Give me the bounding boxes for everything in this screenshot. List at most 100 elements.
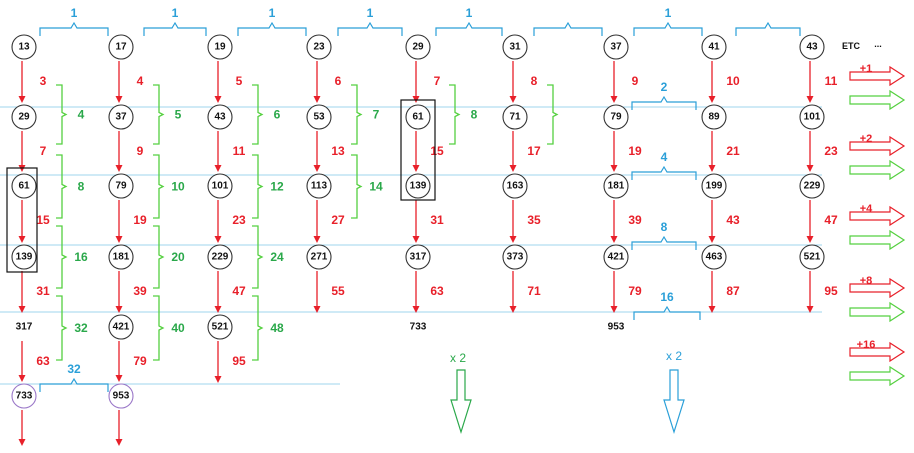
difference-label: 10 xyxy=(726,74,740,88)
number-circle xyxy=(306,173,332,199)
green-bracket-label: 14 xyxy=(369,180,383,194)
difference-label: 8 xyxy=(531,74,538,88)
down-arrow-head xyxy=(412,306,420,313)
difference-label: 35 xyxy=(527,213,541,227)
green-bracket xyxy=(351,154,363,219)
blue-bracket xyxy=(633,305,701,320)
number-node: 229 xyxy=(212,252,229,263)
down-arrow-head xyxy=(806,165,814,172)
increment-arrow xyxy=(849,135,906,157)
down-arrow-head xyxy=(115,236,123,243)
down-arrow-head xyxy=(708,165,716,172)
number-circle xyxy=(11,104,37,130)
number-circle xyxy=(603,104,629,130)
down-arrow-head xyxy=(806,236,814,243)
number-node: 43 xyxy=(806,42,818,53)
down-arrow-head xyxy=(313,306,321,313)
blue-bracket-label: 1 xyxy=(367,6,374,20)
green-side-arrow xyxy=(849,229,906,251)
blue-bracket xyxy=(631,235,697,250)
number-circle xyxy=(405,104,431,130)
number-node: 79 xyxy=(610,112,622,123)
difference-label: 55 xyxy=(331,284,345,298)
difference-label: 23 xyxy=(824,144,838,158)
number-node: 421 xyxy=(608,252,625,263)
down-arrow-head xyxy=(115,165,123,172)
down-arrow-head xyxy=(806,306,814,313)
down-arrow-head xyxy=(509,306,517,313)
green-bracket xyxy=(351,84,363,145)
down-arrow-head xyxy=(509,236,517,243)
down-arrow-head xyxy=(214,236,222,243)
green-bracket-label: 32 xyxy=(74,321,88,335)
increment-label: +1 xyxy=(860,63,873,75)
down-arrow-head xyxy=(115,96,123,103)
down-arrow-head xyxy=(509,96,517,103)
green-bracket-label: 12 xyxy=(270,180,284,194)
blue-bracket-label: 1 xyxy=(665,6,672,20)
green-bracket xyxy=(252,84,264,145)
blue-bracket-label: 1 xyxy=(269,6,276,20)
number-node: 421 xyxy=(113,322,130,333)
x2-green-arrow xyxy=(450,369,472,435)
difference-label: 3 xyxy=(40,74,47,88)
number-circle xyxy=(11,244,37,270)
difference-label: 4 xyxy=(137,74,144,88)
number-node: 29 xyxy=(412,42,424,53)
blue-bracket-label: 2 xyxy=(661,80,668,94)
increment-arrow xyxy=(849,205,906,227)
difference-label: 15 xyxy=(430,144,444,158)
down-arrow-head xyxy=(313,236,321,243)
green-bracket-label: 40 xyxy=(171,321,185,335)
blue-bracket xyxy=(39,377,109,392)
number-node: 521 xyxy=(212,322,229,333)
number-node: 89 xyxy=(708,112,720,123)
number-node: 23 xyxy=(313,42,325,53)
number-node: 733 xyxy=(16,391,33,402)
number-circle xyxy=(701,244,727,270)
number-circle xyxy=(11,173,37,199)
number-circle xyxy=(207,244,233,270)
blue-bracket-label: 32 xyxy=(67,362,81,376)
number-node: 953 xyxy=(113,391,130,402)
increment-label: +16 xyxy=(857,339,876,351)
blue-bracket xyxy=(39,21,109,36)
down-arrow-head xyxy=(115,375,123,382)
green-bracket xyxy=(56,84,68,145)
number-node: 317 xyxy=(16,322,33,333)
number-node: 61 xyxy=(18,181,30,192)
down-arrow-head xyxy=(708,306,716,313)
number-node: 521 xyxy=(804,252,821,263)
down-arrow-head xyxy=(214,376,222,383)
number-node: 101 xyxy=(212,181,229,192)
number-circle xyxy=(306,104,332,130)
green-bracket xyxy=(153,154,165,219)
green-side-arrow xyxy=(849,301,906,323)
down-arrow-head xyxy=(412,165,420,172)
down-arrow-head xyxy=(214,165,222,172)
difference-label: 11 xyxy=(825,74,838,88)
blue-bracket-label: 16 xyxy=(660,290,674,304)
down-arrow-head xyxy=(18,439,26,446)
difference-label: 47 xyxy=(232,284,246,298)
number-circle xyxy=(502,244,528,270)
number-circle xyxy=(799,34,825,60)
number-node: 139 xyxy=(410,181,427,192)
down-arrow-head xyxy=(610,165,618,172)
green-bracket-label: 24 xyxy=(270,250,284,264)
number-node: 19 xyxy=(214,42,226,53)
green-bracket-label: 48 xyxy=(270,321,284,335)
number-node: 373 xyxy=(507,252,524,263)
blue-bracket-label: 8 xyxy=(661,220,668,234)
blue-bracket xyxy=(631,165,697,180)
increment-label: +2 xyxy=(860,133,873,145)
down-arrow-head xyxy=(18,96,26,103)
number-circle xyxy=(11,34,37,60)
number-circle xyxy=(502,104,528,130)
down-arrow-head xyxy=(313,165,321,172)
green-bracket xyxy=(153,295,165,361)
number-circle xyxy=(405,244,431,270)
green-bracket xyxy=(449,84,461,145)
green-bracket-label: 16 xyxy=(74,250,88,264)
blue-bracket xyxy=(533,21,603,36)
